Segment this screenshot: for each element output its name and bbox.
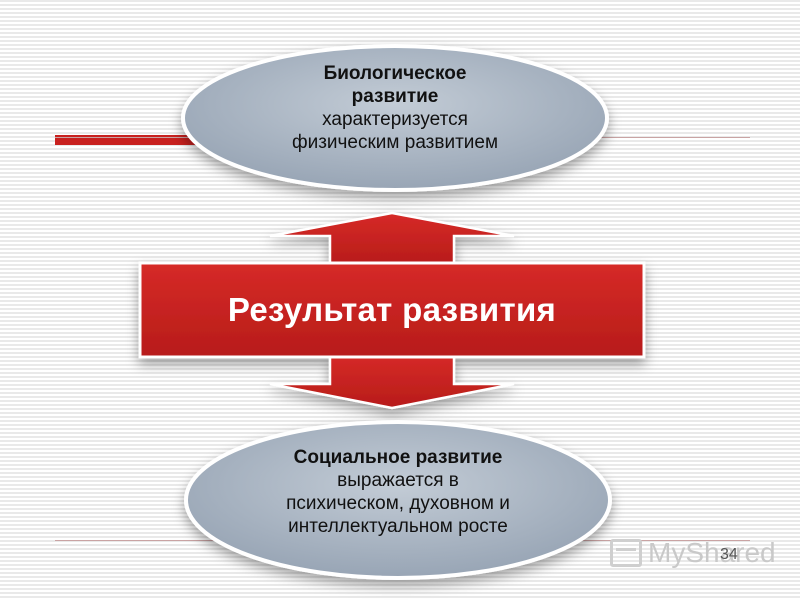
bottom-ellipse-text-line1: выражается в <box>337 470 459 491</box>
bottom-ellipse-text-line3: интеллектуальном росте <box>288 516 508 537</box>
up-arrow-head <box>269 211 515 267</box>
down-arrow-head <box>269 353 515 410</box>
watermark-text: MyShared <box>648 537 776 568</box>
double-arrow-shape <box>138 211 646 410</box>
red-accent-bar <box>55 135 230 145</box>
center-label: Результат развития <box>227 291 557 328</box>
watermark: MyShared <box>610 537 776 568</box>
bottom-ellipse-title: Социальное развитие <box>293 447 503 468</box>
center-box <box>138 261 646 359</box>
top-ellipse-text-line1: характеризуется <box>322 109 468 130</box>
top-ellipse-text-line2: физическим развитием <box>291 132 499 153</box>
top-ellipse-title-line2: развитие <box>351 86 439 107</box>
top-ellipse-title-line1: Биологическое <box>323 63 467 84</box>
bottom-ellipse-text-line2: психическом, духовном и <box>286 493 510 514</box>
top-ellipse <box>181 44 609 192</box>
bottom-ellipse <box>184 420 612 580</box>
bottom-ellipse-text: Социальное развитие выражается в психиче… <box>208 446 588 538</box>
watermark-logo-icon <box>610 539 642 567</box>
top-ellipse-text: Биологическое развитие характеризуется ф… <box>205 62 585 154</box>
slide-number: 34 <box>720 546 738 563</box>
